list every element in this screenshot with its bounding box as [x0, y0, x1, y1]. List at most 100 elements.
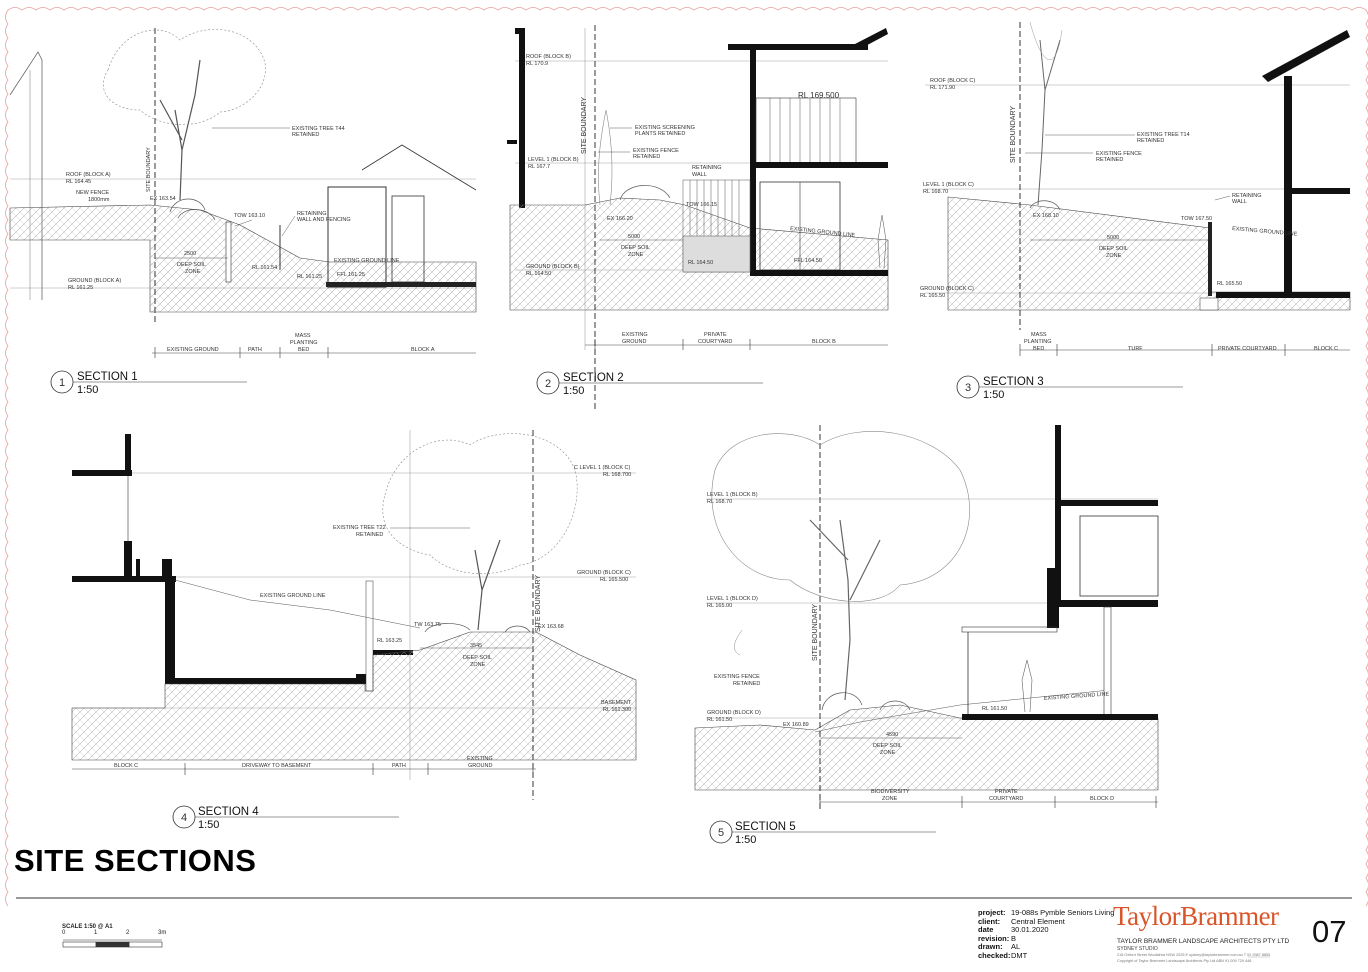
- section-3-drawing: [925, 22, 1350, 398]
- s1-tow: TOW 163.10: [234, 213, 265, 219]
- s2-rl1: RL 164.50: [688, 260, 713, 266]
- scale-tick-2: 2: [126, 930, 129, 936]
- s2-ground: GROUND (BLOCK B): [526, 264, 580, 270]
- s4-ex: EX 163.68: [538, 624, 564, 630]
- s3-tree2: RETAINED: [1137, 138, 1164, 144]
- section-5-drawing: [695, 425, 1158, 843]
- s5-zone-biodiversity: BIODIVERSITY: [871, 789, 910, 795]
- sheet-title: SITE SECTIONS: [14, 843, 256, 879]
- s1-zone-existing-ground: EXISTING GROUND: [167, 347, 219, 353]
- s5-zone-courtyard: COURTYARD: [989, 796, 1023, 802]
- s1-title: SECTION 1: [77, 371, 138, 383]
- title-block: project:19-088s Pymble Seniors Living cl…: [978, 909, 1114, 961]
- s3-level1-rl: RL 168.70: [923, 189, 948, 195]
- s5-zone-private: PRIVATE: [995, 789, 1018, 795]
- checked-label: checked:: [978, 952, 1011, 961]
- s5-rl1: RL 161.50: [982, 706, 1007, 712]
- s2-ffl: FFL 164.50: [794, 258, 822, 264]
- s2-zone-ground: GROUND: [622, 339, 646, 345]
- s5-number: 5: [718, 827, 724, 839]
- s2-ex: EX 166.20: [607, 216, 633, 222]
- s4-rl1: RL 163.25: [377, 638, 402, 644]
- s4-zone-block-c: BLOCK C: [114, 763, 138, 769]
- s1-ex: EX 163.54: [150, 196, 176, 202]
- s3-level1: LEVEL 1 (BLOCK C): [923, 182, 974, 188]
- s1-roof-rl: RL 164.45: [66, 179, 91, 185]
- s3-tow: TOW 167.50: [1181, 216, 1212, 222]
- s3-roof-rl: RL 171.90: [930, 85, 955, 91]
- s1-tree2: RETAINED: [292, 132, 319, 138]
- s2-zone-block-b: BLOCK B: [812, 339, 836, 345]
- s2-roof-rl: RL 170.9: [526, 61, 548, 67]
- s2-deep2: ZONE: [628, 252, 644, 258]
- s5-fence: EXISTING FENCE: [714, 674, 760, 680]
- s1-roof: ROOF (BLOCK A): [66, 172, 111, 178]
- s5-ground: GROUND (BLOCK D): [707, 710, 761, 716]
- scale-tick-1: 1: [94, 930, 97, 936]
- s2-rl-top: RL 169.500: [798, 91, 840, 100]
- s3-number: 3: [965, 382, 971, 394]
- checked-value: DMT: [1011, 952, 1027, 961]
- s1-number: 1: [59, 377, 65, 389]
- s1-ffl: FFL 161.25: [337, 272, 365, 278]
- s3-rl1: RL 165.50: [1217, 281, 1242, 287]
- s2-fence2: RETAINED: [633, 154, 660, 160]
- s2-level1-rl: RL 167.7: [528, 164, 550, 170]
- s3-dim: 5000: [1107, 235, 1119, 241]
- scale-bar-graphic: [63, 940, 162, 947]
- s3-zone-block-c: BLOCK C: [1314, 346, 1338, 352]
- s2-zone-private: PRIVATE: [704, 332, 727, 338]
- sheet-number: 07: [1312, 914, 1346, 950]
- s2-dim: 5000: [628, 234, 640, 240]
- s4-basement-rl: RL 161.300: [603, 707, 631, 713]
- s3-zone-bed: BED: [1033, 346, 1044, 352]
- s4-ground-rl: RL 165.500: [600, 577, 628, 583]
- s5-title: SECTION 5: [735, 821, 796, 833]
- s1-egl: EXISTING GROUND LINE: [334, 258, 400, 264]
- s4-zone-existing: EXISTING: [467, 756, 493, 762]
- s3-retaining2: WALL: [1232, 199, 1247, 205]
- s3-deep: DEEP SOIL: [1099, 246, 1128, 252]
- s3-ground-rl: RL 165.50: [920, 293, 945, 299]
- s1-ground: GROUND (BLOCK A): [68, 278, 121, 284]
- s3-ground: GROUND (BLOCK C): [920, 286, 974, 292]
- brand-company: TAYLOR BRAMMER LANDSCAPE ARCHITECTS PTY …: [1117, 938, 1289, 945]
- s1-dim: 2500: [184, 251, 196, 257]
- s2-retaining: RETAINING: [692, 165, 722, 171]
- s4-number: 4: [181, 812, 187, 824]
- s1-rl2: RL 161.25: [297, 274, 322, 280]
- brand-address: 218 Oxford Street Woollahra NSW 2025 E s…: [1117, 953, 1270, 957]
- s4-basement: BASEMENT: [601, 700, 632, 706]
- section-1-drawing: [10, 28, 476, 393]
- s4-tree2: RETAINED: [356, 532, 383, 538]
- s3-zone-mass: MASS: [1031, 332, 1047, 338]
- s1-zone-path: PATH: [248, 347, 262, 353]
- s4-ground: GROUND (BLOCK C): [577, 570, 631, 576]
- s4-zone-ground: GROUND: [468, 763, 492, 769]
- s5-dim: 4590: [886, 732, 898, 738]
- s4-deep2: ZONE: [470, 662, 486, 668]
- s2-roof: ROOF (BLOCK B): [526, 54, 571, 60]
- brand-logo: TaylorBrammer: [1113, 901, 1279, 932]
- s4-scale: 1:50: [198, 819, 219, 831]
- s2-tow: TOW 166.15: [686, 202, 717, 208]
- s3-scale: 1:50: [983, 389, 1004, 401]
- s2-ground-rl: RL 164.50: [526, 271, 551, 277]
- s5-deep2: ZONE: [880, 750, 896, 756]
- s1-zone-mass: MASS: [295, 333, 311, 339]
- scale-tick-3: 3m: [158, 930, 166, 936]
- s5-egl: EXISTING GROUND LINE: [1044, 691, 1110, 702]
- s2-zone-existing: EXISTING: [622, 332, 648, 338]
- s3-zone-private-courtyard: PRIVATE COURTYARD: [1218, 346, 1277, 352]
- s3-site-boundary: SITE BOUNDARY: [1010, 106, 1017, 163]
- s3-zone-turf: TURF: [1128, 346, 1143, 352]
- scale-bar: SCALE 1:50 @ A1 0 1 2 3m: [62, 924, 172, 938]
- s5-fence2: RETAINED: [733, 681, 760, 687]
- s4-level1: C LEVEL 1 (BLOCK C): [574, 465, 631, 471]
- s1-site-boundary: SITE BOUNDARY: [146, 147, 152, 192]
- s5-level1b: LEVEL 1 (BLOCK B): [707, 492, 758, 498]
- s1-zone-planting: PLANTING: [290, 340, 318, 346]
- s4-tree: EXISTING TREE T22: [333, 525, 386, 531]
